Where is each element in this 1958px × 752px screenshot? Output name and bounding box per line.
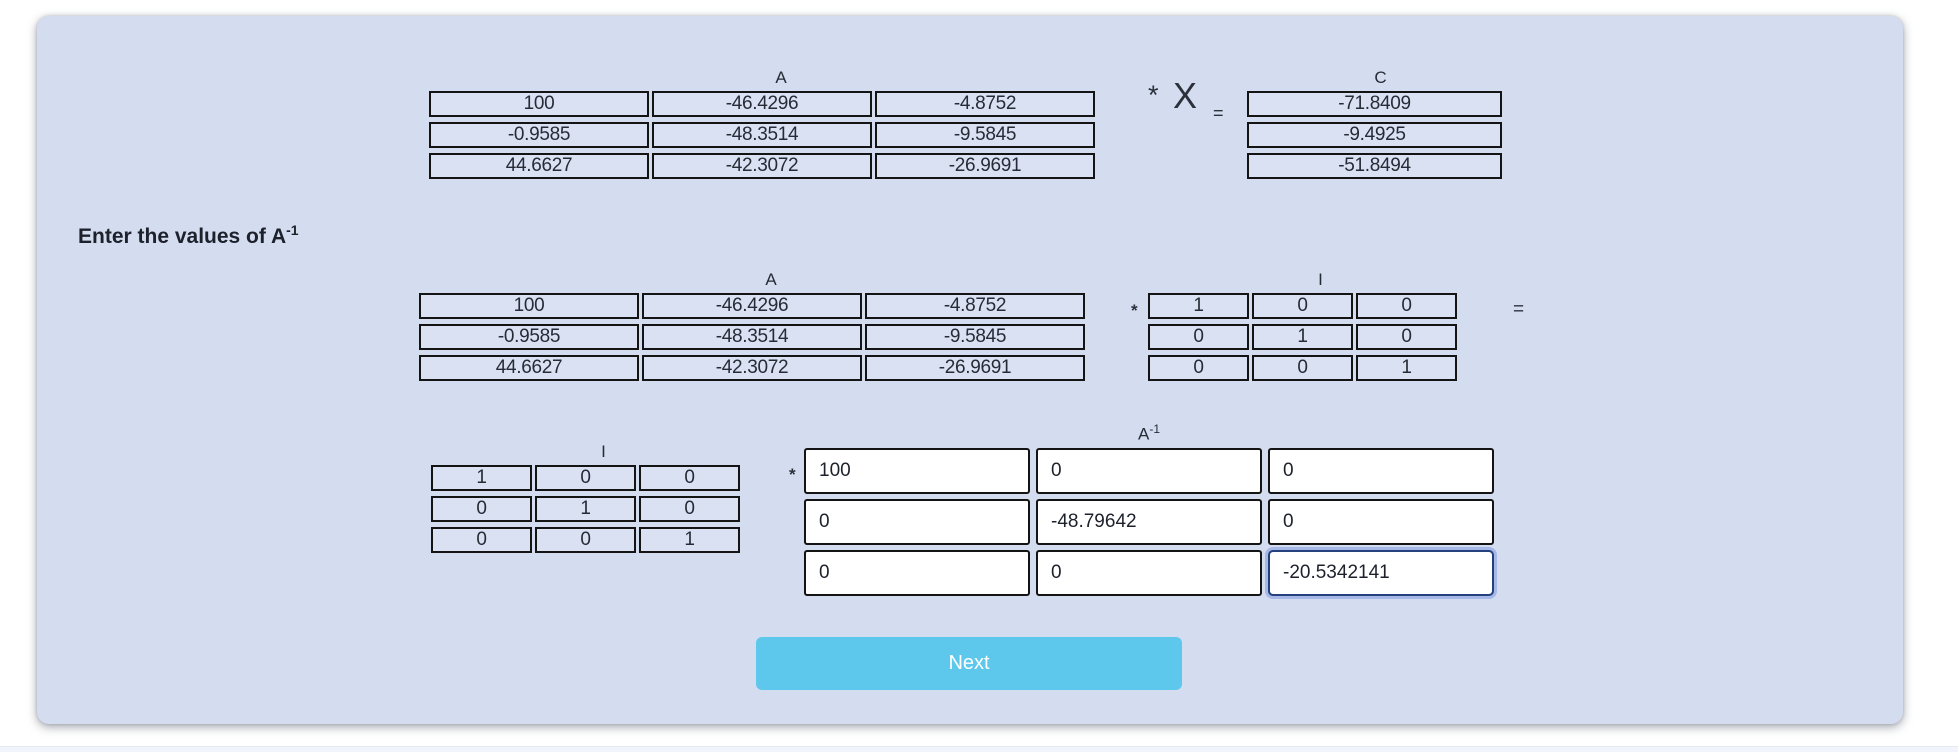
next-button[interactable]: Next — [756, 637, 1182, 690]
multiply-operator: * — [1148, 80, 1159, 110]
matrix-row: 0 1 0 — [431, 496, 740, 522]
multiply-operator: * — [789, 465, 796, 484]
a-inverse-input-r1c3[interactable] — [1268, 448, 1494, 494]
equals-sign: = — [1513, 299, 1525, 320]
a-inverse-input-r2c3[interactable] — [1268, 499, 1494, 545]
bottom-strip — [0, 746, 1958, 752]
matrix-cell: 44.6627 — [419, 355, 639, 381]
a-inverse-input-grid — [804, 448, 1494, 596]
matrix-cell: 0 — [1356, 324, 1457, 350]
matrix-cell: 44.6627 — [429, 153, 649, 179]
matrix-row: -51.8494 — [1247, 153, 1502, 179]
matrix-cell: -26.9691 — [865, 355, 1085, 381]
matrix-row: 100 -46.4296 -4.8752 — [429, 91, 1095, 117]
eq3-a-inverse-label: A-1 — [804, 422, 1494, 445]
matrix-cell: 0 — [1252, 293, 1353, 319]
equals-sign: = — [1213, 103, 1224, 123]
eq2-identity-label: I — [1318, 270, 1323, 289]
matrix-row: 1 0 0 — [1148, 293, 1457, 319]
eq2-matrix-a-table: 100 -46.4296 -4.8752 -0.9585 -48.3514 -9… — [416, 288, 1088, 386]
matrix-cell: 0 — [639, 496, 740, 522]
multiply-operator: * — [1131, 301, 1138, 320]
matrix-row: -0.9585 -48.3514 -9.5845 — [429, 122, 1095, 148]
a-inverse-input-r2c2[interactable] — [1036, 499, 1262, 545]
eq2-identity-table: 1 0 0 0 1 0 0 0 1 — [1145, 288, 1460, 386]
a-inverse-label-superscript: -1 — [1149, 422, 1160, 436]
matrix-cell: 1 — [1148, 293, 1249, 319]
matrix-cell: 100 — [429, 91, 649, 117]
eq2-matrix-a-label: A — [765, 270, 777, 289]
matrix-cell: -9.5845 — [875, 122, 1095, 148]
matrix-row: -0.9585 -48.3514 -9.5845 — [419, 324, 1085, 350]
matrix-cell: 1 — [1356, 355, 1457, 381]
eq1-matrix-c-label: C — [1374, 68, 1387, 87]
matrix-row: 0 1 0 — [1148, 324, 1457, 350]
matrix-cell: 0 — [535, 465, 636, 491]
matrix-cell: -9.5845 — [865, 324, 1085, 350]
instruction-heading: Enter the values of A-1 — [78, 222, 299, 249]
eq1-matrix-a-table: 100 -46.4296 -4.8752 -0.9585 -48.3514 -9… — [426, 86, 1098, 184]
matrix-row: -71.8409 — [1247, 91, 1502, 117]
worksheet-panel: A 100 -46.4296 -4.8752 -0.9585 -48.3514 … — [37, 16, 1903, 724]
eq1-matrix-a-label: A — [775, 68, 787, 87]
a-inverse-input-r2c1[interactable] — [804, 499, 1030, 545]
matrix-cell: -48.3514 — [642, 324, 862, 350]
matrix-cell: 1 — [535, 496, 636, 522]
eq3-identity-table: 1 0 0 0 1 0 0 0 1 — [428, 460, 743, 558]
matrix-cell: 1 — [1252, 324, 1353, 350]
matrix-cell: 0 — [431, 496, 532, 522]
matrix-row: 44.6627 -42.3072 -26.9691 — [419, 355, 1085, 381]
matrix-cell: 0 — [1148, 355, 1249, 381]
matrix-cell: -0.9585 — [429, 122, 649, 148]
matrix-cell: 0 — [535, 527, 636, 553]
matrix-cell: -42.3072 — [652, 153, 872, 179]
matrix-cell: -46.4296 — [652, 91, 872, 117]
matrix-row: 0 0 1 — [1148, 355, 1457, 381]
matrix-cell: 1 — [639, 527, 740, 553]
matrix-cell: -71.8409 — [1247, 91, 1502, 117]
matrix-cell: -46.4296 — [642, 293, 862, 319]
matrix-row: 0 0 1 — [431, 527, 740, 553]
matrix-cell: -26.9691 — [875, 153, 1095, 179]
instruction-superscript: -1 — [286, 222, 299, 238]
matrix-row: 100 -46.4296 -4.8752 — [419, 293, 1085, 319]
matrix-cell: -9.4925 — [1247, 122, 1502, 148]
matrix-cell: -51.8494 — [1247, 153, 1502, 179]
a-inverse-input-r1c1[interactable] — [804, 448, 1030, 494]
eq1-matrix-c-table: -71.8409 -9.4925 -51.8494 — [1244, 86, 1505, 184]
a-inverse-input-r3c1[interactable] — [804, 550, 1030, 596]
a-inverse-input-r3c2[interactable] — [1036, 550, 1262, 596]
matrix-cell: -42.3072 — [642, 355, 862, 381]
matrix-cell: 0 — [639, 465, 740, 491]
matrix-cell: 1 — [431, 465, 532, 491]
matrix-cell: 0 — [1148, 324, 1249, 350]
unknown-x-symbol: X — [1173, 75, 1198, 116]
matrix-cell: 0 — [1252, 355, 1353, 381]
matrix-cell: -48.3514 — [652, 122, 872, 148]
a-inverse-input-r1c2[interactable] — [1036, 448, 1262, 494]
matrix-cell: -4.8752 — [865, 293, 1085, 319]
matrix-row: 1 0 0 — [431, 465, 740, 491]
instruction-text: Enter the values of A — [78, 225, 287, 248]
a-inverse-input-r3c3[interactable] — [1268, 550, 1494, 596]
a-inverse-label-text: A — [1137, 424, 1150, 444]
matrix-cell: -0.9585 — [419, 324, 639, 350]
matrix-cell: 0 — [431, 527, 532, 553]
matrix-row: -9.4925 — [1247, 122, 1502, 148]
matrix-cell: -4.8752 — [875, 91, 1095, 117]
matrix-cell: 100 — [419, 293, 639, 319]
eq3-identity-label: I — [601, 442, 606, 461]
matrix-cell: 0 — [1356, 293, 1457, 319]
matrix-row: 44.6627 -42.3072 -26.9691 — [429, 153, 1095, 179]
